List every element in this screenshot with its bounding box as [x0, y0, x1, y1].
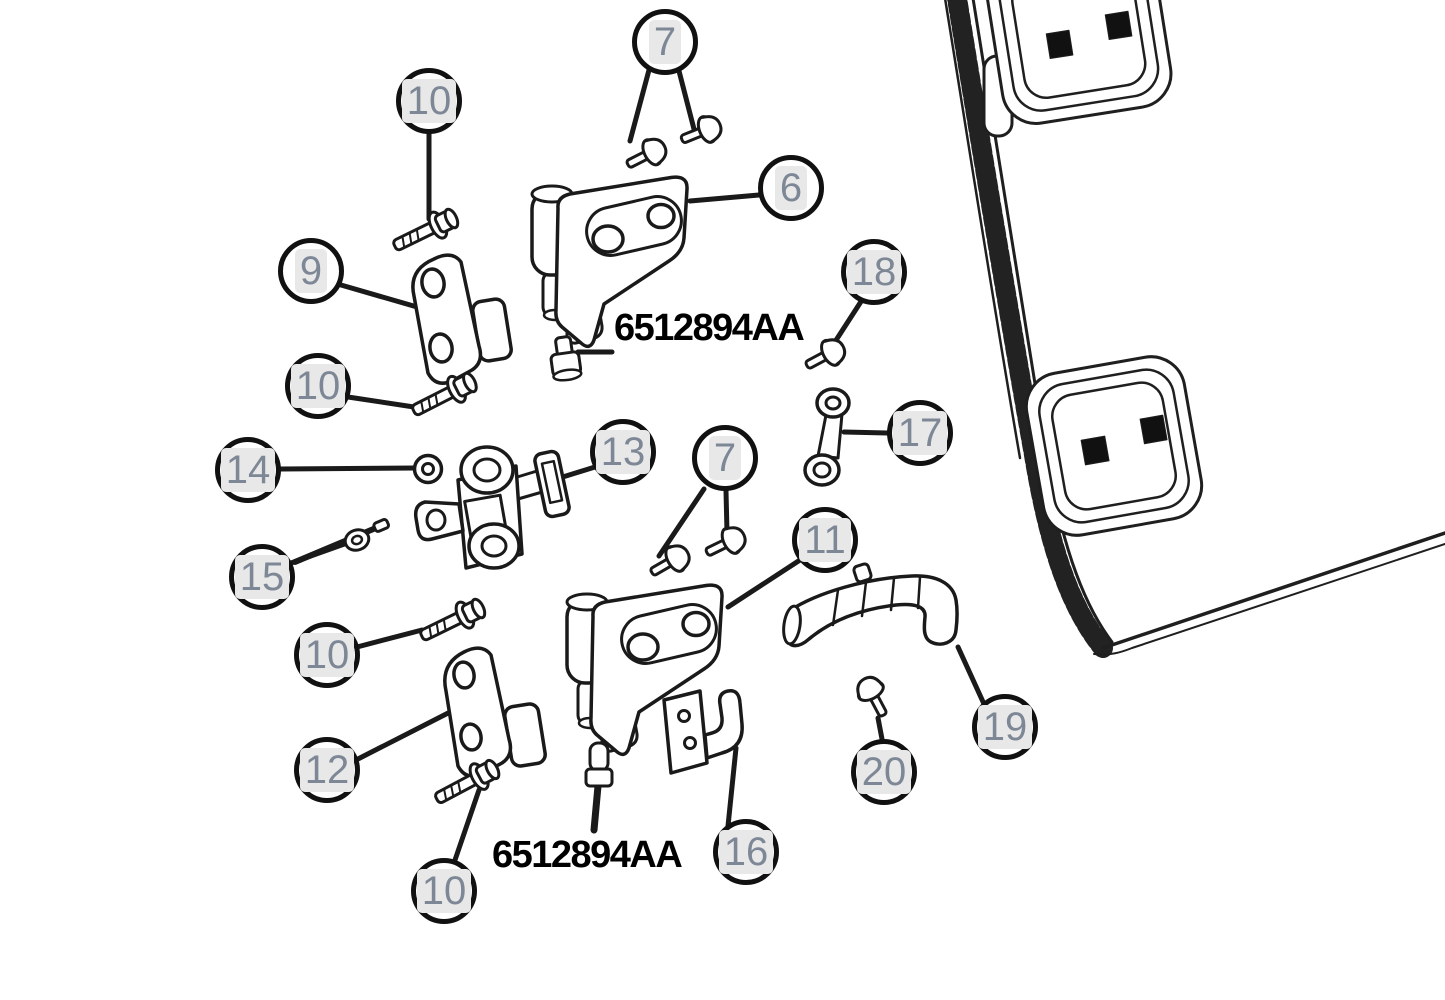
callout-number: 20 — [856, 750, 912, 794]
hinge-mount-hole — [1139, 414, 1168, 445]
callout-20[interactable]: 20 — [851, 739, 917, 805]
screw-part-15 — [292, 518, 390, 565]
leader-line — [452, 787, 482, 863]
callout-number: 7 — [648, 20, 682, 64]
leader-line — [353, 706, 459, 763]
door-check-part-13 — [413, 445, 571, 570]
leader-line — [725, 745, 739, 829]
callout-10-mid[interactable]: 10 — [294, 622, 360, 688]
hinge-mount-hole — [1045, 29, 1074, 60]
callout-12[interactable]: 12 — [294, 737, 360, 803]
leader-line — [841, 429, 890, 436]
hinge-mount-hole — [1104, 10, 1133, 41]
upper-hinge-pocket — [985, 0, 1173, 125]
callout-13[interactable]: 13 — [590, 419, 656, 485]
part-number-label-top[interactable]: 6512894AA — [614, 307, 805, 349]
stud-part-bottom — [584, 741, 614, 834]
door-bottom-edge — [1101, 531, 1445, 650]
callout-number: 6 — [774, 166, 808, 210]
leader-line — [875, 715, 885, 742]
leader-line — [345, 394, 417, 410]
bracket-part-9 — [411, 253, 513, 385]
leader-line — [278, 465, 418, 472]
callout-number: 17 — [892, 411, 948, 455]
callout-number: 12 — [299, 748, 355, 792]
callout-14[interactable]: 14 — [215, 437, 281, 503]
lower-hinge-pocket — [1024, 355, 1204, 537]
callout-7-upper[interactable]: 7 — [632, 9, 698, 75]
leader-line — [687, 192, 762, 204]
leader-line — [676, 68, 698, 136]
hook-bracket-part-16 — [662, 689, 744, 775]
callout-number: 18 — [846, 250, 902, 294]
washer-part-14 — [412, 453, 444, 485]
callout-16[interactable]: 16 — [713, 819, 779, 885]
callout-number: 10 — [299, 633, 355, 677]
callout-number: 14 — [220, 448, 276, 492]
callout-number: 16 — [718, 830, 774, 874]
leader-line — [354, 627, 425, 650]
callout-number: 10 — [290, 364, 346, 408]
link-part-17 — [803, 387, 851, 487]
leader-line — [656, 486, 707, 559]
callout-7-lower[interactable]: 7 — [692, 425, 758, 491]
callout-10-bottom[interactable]: 10 — [411, 858, 477, 924]
callout-6[interactable]: 6 — [758, 155, 824, 221]
callout-15[interactable]: 15 — [229, 544, 295, 610]
callout-19[interactable]: 19 — [972, 694, 1038, 760]
strap-part-19 — [782, 562, 959, 648]
leader-line — [723, 488, 730, 535]
hinge-mount-hole — [1080, 435, 1110, 466]
callout-number: 9 — [294, 249, 328, 293]
callout-11[interactable]: 11 — [792, 507, 858, 573]
leader-line — [338, 282, 427, 312]
part-number-label-bottom[interactable]: 6512894AA — [492, 834, 683, 876]
leader-line — [627, 67, 652, 144]
callout-number: 10 — [416, 869, 472, 913]
callout-number: 11 — [799, 518, 851, 562]
callout-number: 19 — [977, 705, 1033, 749]
leader-line — [955, 644, 987, 707]
stud-part-top — [549, 335, 583, 382]
callout-9[interactable]: 9 — [278, 238, 344, 304]
callout-18[interactable]: 18 — [841, 239, 907, 305]
callout-10-upper[interactable]: 10 — [396, 68, 462, 134]
callout-number: 15 — [234, 555, 290, 599]
leader-lines-layer — [278, 67, 987, 863]
leader-line — [725, 557, 803, 610]
callout-17[interactable]: 17 — [887, 400, 953, 466]
callout-10-left[interactable]: 10 — [285, 353, 351, 419]
door-panel — [944, 0, 1445, 658]
bracket-part-12 — [443, 646, 547, 778]
callout-number: 10 — [401, 79, 457, 123]
callout-number: 7 — [708, 436, 742, 480]
callout-number: 13 — [595, 430, 651, 474]
